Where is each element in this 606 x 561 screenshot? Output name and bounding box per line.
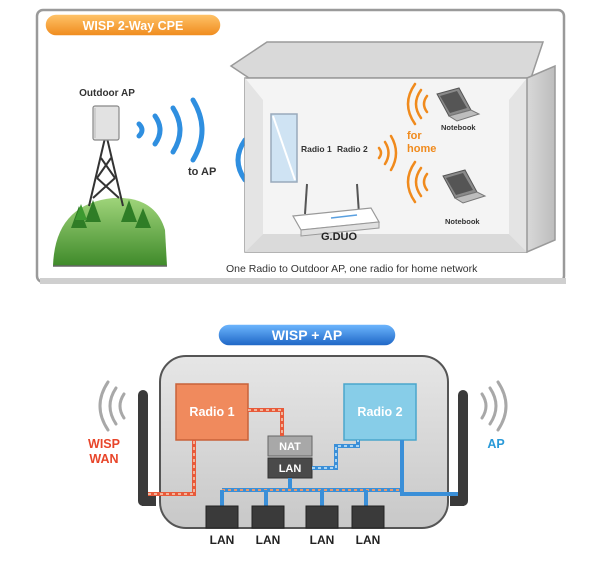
radio2-waves — [377, 134, 398, 172]
wan-label: WAN — [89, 452, 118, 466]
lan-wires — [220, 440, 458, 506]
tower — [88, 137, 124, 207]
lan-port-1-label: LAN — [210, 533, 235, 547]
lan-port-3-label: LAN — [310, 533, 335, 547]
bottom-panel: WISP + AP Radio 1 Radio 2 NAT LAN LAN LA… — [86, 318, 520, 550]
wan-wires — [148, 408, 284, 496]
trees — [71, 200, 151, 228]
wisp-ap-badge — [217, 323, 397, 347]
left-waves — [98, 380, 126, 432]
top-diagram: WISP 2-Way CPE Outdoor AP to AP — [35, 8, 566, 284]
notebook1-label: Notebook — [441, 123, 476, 132]
right-waves — [480, 380, 508, 432]
lan-center-box-label: LAN — [279, 463, 302, 475]
outdoor-ap-waves — [136, 97, 205, 163]
lan-port-4-label: LAN — [356, 533, 381, 547]
nat-box-label: NAT — [279, 441, 301, 453]
lan-port-4 — [351, 505, 385, 529]
for-home-label-line2: home — [407, 143, 436, 155]
device-label: G.DUO — [321, 231, 358, 243]
right-antenna — [458, 390, 468, 506]
lan-port-2 — [251, 505, 285, 529]
lan-port-1 — [205, 505, 239, 529]
notebook2-icon — [442, 169, 487, 204]
to-ap-label: to AP — [188, 166, 216, 178]
wisp-2way-badge — [44, 13, 222, 37]
wisp-2way-badge-label: WISP 2-Way CPE — [83, 19, 184, 33]
wisp-label: WISP — [88, 437, 120, 451]
radio1-label: Radio 1 — [301, 144, 332, 154]
gduo-router — [292, 183, 380, 237]
notebook1-icon — [436, 87, 481, 122]
outdoor-ap-box — [92, 105, 120, 141]
left-antenna — [138, 390, 148, 506]
for-home-label-line1: for — [407, 130, 422, 142]
outdoor-ap-label: Outdoor AP — [79, 88, 135, 99]
notebook1-waves — [406, 82, 429, 126]
top-panel: WISP 2-Way CPE Outdoor AP to AP — [35, 8, 568, 288]
nat-box — [267, 435, 313, 457]
ap-label: AP — [487, 437, 504, 451]
radio1-box — [175, 383, 249, 441]
lan-ports — [205, 505, 385, 529]
radio1-box-label: Radio 1 — [189, 405, 234, 419]
house-box — [229, 41, 556, 254]
wisp-ap-badge-label: WISP + AP — [272, 327, 342, 343]
notebook2-waves — [406, 160, 429, 204]
lan-port-3 — [305, 505, 339, 529]
radio2-box-label: Radio 2 — [357, 405, 402, 419]
lan-port-2-label: LAN — [256, 533, 281, 547]
top-caption: One Radio to Outdoor AP, one radio for h… — [226, 263, 478, 275]
radio2-label: Radio 2 — [337, 144, 368, 154]
notebook2-label: Notebook — [445, 217, 480, 226]
radio2-box — [343, 383, 417, 441]
bottom-diagram: WISP + AP Radio 1 Radio 2 NAT LAN LAN LA… — [88, 323, 508, 547]
